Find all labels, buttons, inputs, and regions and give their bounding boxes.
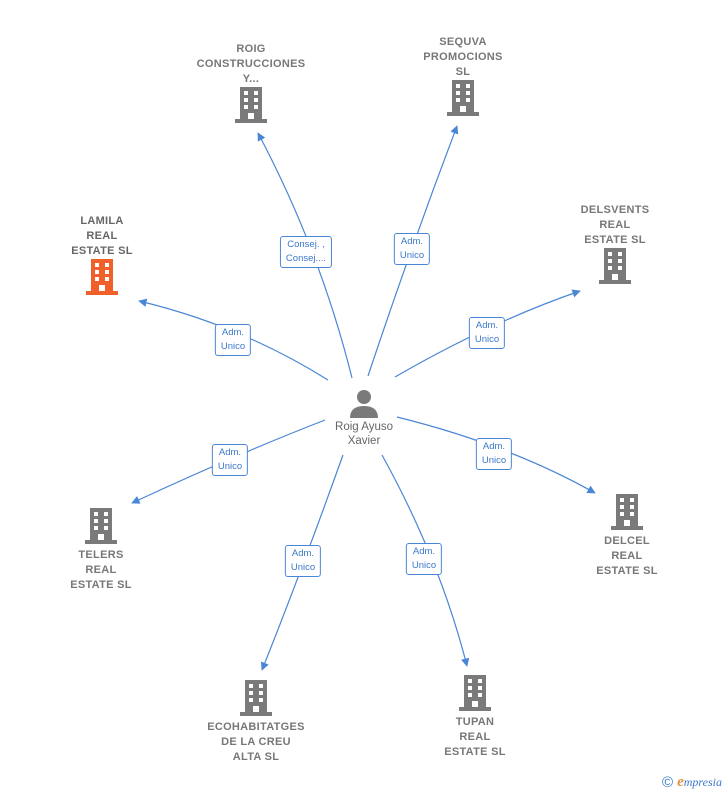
person-name: Roig Ayuso Xavier [335,421,393,447]
edge-label-roig-construcciones[interactable]: Consej. , Consej.... [279,236,333,268]
company-lamila[interactable]: LAMILA REAL ESTATE SL [32,214,172,295]
brand-logo: empresia [677,774,722,790]
building-icon [235,87,267,123]
building-icon [611,494,643,530]
company-name: DELSVENTS REAL ESTATE SL [580,204,650,246]
edge-label-delsvents[interactable]: Adm. Unico [468,317,506,349]
building-icon [86,259,118,295]
copyright-icon: © [662,774,674,791]
company-tupan[interactable]: TUPAN REAL ESTATE SL [405,675,545,760]
company-ecohabitatges[interactable]: ECOHABITATGES DE LA CREU ALTA SL [186,680,326,765]
company-name: ROIG CONSTRUCCIONES Y... [196,43,306,85]
company-roig-construcciones[interactable]: ROIG CONSTRUCCIONES Y... [181,42,321,123]
building-icon [447,80,479,116]
company-sequva[interactable]: SEQUVA PROMOCIONS SL [393,35,533,116]
company-name: LAMILA REAL ESTATE SL [71,215,133,257]
building-icon [240,680,272,716]
edge-label-sequva[interactable]: Adm. Unico [393,233,431,265]
company-name: DELCEL REAL ESTATE SL [596,535,658,577]
company-name: ECOHABITATGES DE LA CREU ALTA SL [207,721,305,763]
building-icon [599,248,631,284]
company-name: SEQUVA PROMOCIONS SL [423,36,503,78]
edge-label-telers[interactable]: Adm. Unico [211,444,249,476]
person-icon [350,390,378,418]
edge-label-delcel[interactable]: Adm. Unico [475,438,513,470]
company-delcel[interactable]: DELCEL REAL ESTATE SL [557,494,697,579]
building-icon [85,508,117,544]
edge-label-tupan[interactable]: Adm. Unico [405,543,443,575]
company-telers[interactable]: TELERS REAL ESTATE SL [31,508,171,593]
building-icon [459,675,491,711]
brand-footer: © empresia [662,774,722,791]
company-name: TUPAN REAL ESTATE SL [444,716,506,758]
edge-label-lamila[interactable]: Adm. Unico [214,324,252,356]
center-person[interactable]: Roig Ayuso Xavier [304,388,424,448]
edge-label-ecohabitatges[interactable]: Adm. Unico [284,545,322,577]
company-name: TELERS REAL ESTATE SL [70,549,132,591]
company-delsvents[interactable]: DELSVENTS REAL ESTATE SL [545,203,685,284]
